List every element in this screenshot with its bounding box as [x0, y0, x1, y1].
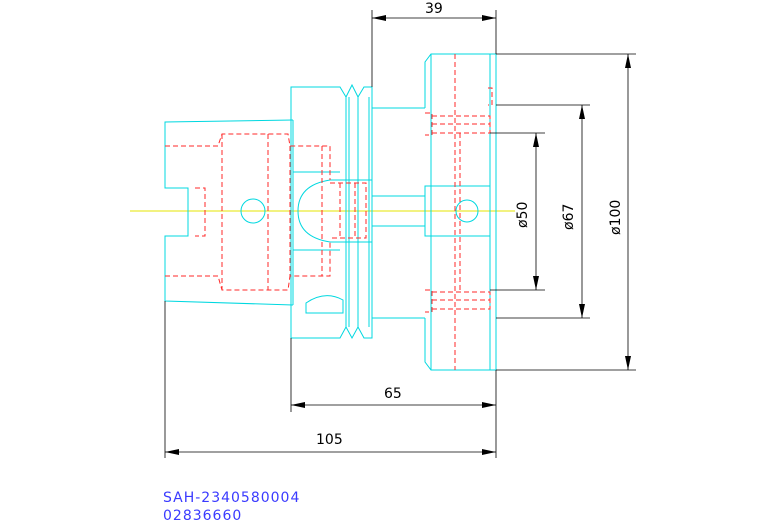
dim-top-width: 39 [425, 1, 443, 17]
dimension-lines [164, 10, 636, 458]
part-number: 02836660 [163, 508, 243, 524]
dim-length-105: 105 [316, 432, 343, 448]
dim-length-65: 65 [384, 386, 402, 402]
outline [164, 53, 497, 371]
dim-diameter-50: ø50 [515, 202, 531, 228]
hidden-lines [165, 54, 493, 370]
dim-diameter-67: ø67 [561, 204, 577, 230]
dim-diameter-100: ø100 [608, 200, 624, 235]
part-code: SAH-2340580004 [163, 490, 301, 506]
